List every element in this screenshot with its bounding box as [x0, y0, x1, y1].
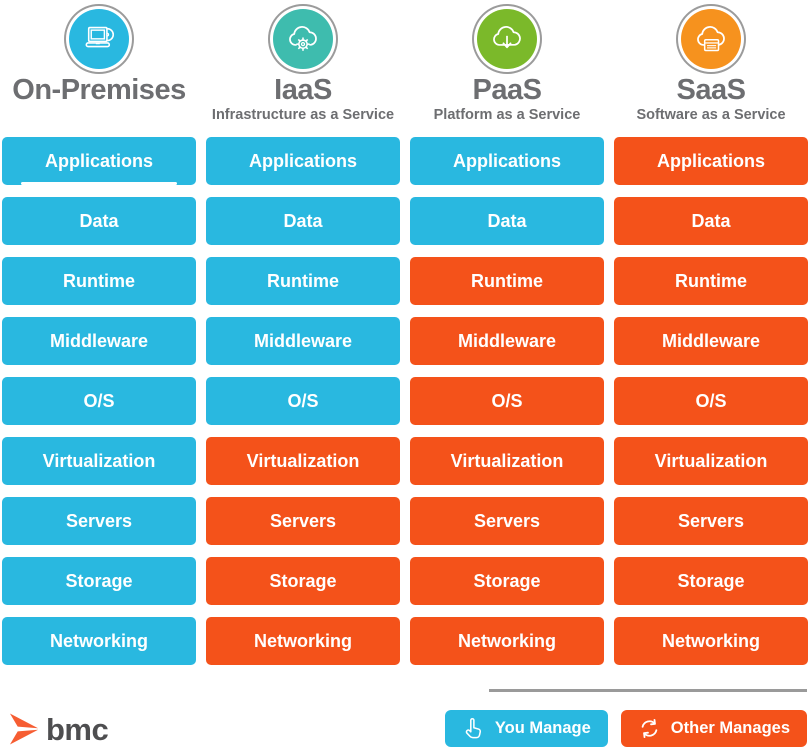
layer-box-data: Data — [410, 197, 604, 245]
hand-icon — [462, 717, 485, 740]
layer-box-runtime: Runtime — [410, 257, 604, 305]
layer-box-o-s: O/S — [2, 377, 196, 425]
layer-box-runtime: Runtime — [206, 257, 400, 305]
column-subtitle — [2, 108, 196, 125]
layer-box-virtualization: Virtualization — [410, 437, 604, 485]
legend-divider — [489, 689, 807, 692]
layer-box-data: Data — [206, 197, 400, 245]
layer-box-networking: Networking — [614, 617, 808, 665]
legend-label: Other Manages — [670, 719, 790, 737]
layer-box-virtualization: Virtualization — [614, 437, 808, 485]
column-title: PaaS — [472, 74, 542, 106]
highlight-underline — [21, 182, 177, 185]
layer-box-servers: Servers — [206, 497, 400, 545]
cloud-gear-icon — [273, 9, 333, 69]
layer-box-servers: Servers — [614, 497, 808, 545]
layer-box-data: Data — [614, 197, 808, 245]
layer-box-applications: Applications — [614, 137, 808, 185]
layer-box-runtime: Runtime — [614, 257, 808, 305]
layer-box-storage: Storage — [614, 557, 808, 605]
layer-box-servers: Servers — [2, 497, 196, 545]
layer-box-applications: Applications — [410, 137, 604, 185]
layer-box-servers: Servers — [410, 497, 604, 545]
layer-box-middleware: Middleware — [614, 317, 808, 365]
layer-box-o-s: O/S — [206, 377, 400, 425]
cloud-app-icon — [681, 9, 741, 69]
layer-box-runtime: Runtime — [2, 257, 196, 305]
layer-box-middleware: Middleware — [206, 317, 400, 365]
legend: You Manage Other Manages — [444, 710, 807, 747]
column-title: SaaS — [676, 74, 746, 106]
refresh-icon — [638, 717, 661, 740]
layer-box-o-s: O/S — [614, 377, 808, 425]
laptop-icon — [69, 9, 129, 69]
bmc-logo: bmc — [8, 711, 109, 747]
column-title: IaaS — [274, 74, 332, 106]
bmc-logo-text: bmc — [46, 711, 109, 747]
layer-box-virtualization: Virtualization — [2, 437, 196, 485]
legend-chip-other-manages: Other Manages — [620, 710, 807, 747]
layer-box-storage: Storage — [2, 557, 196, 605]
column-subtitle: Infrastructure as a Service — [211, 107, 395, 123]
layer-box-data: Data — [2, 197, 196, 245]
column-title: On-Premises — [12, 74, 186, 106]
layer-box-o-s: O/S — [410, 377, 604, 425]
bmc-logo-icon — [8, 711, 41, 747]
column-subtitle: Software as a Service — [636, 107, 786, 123]
column-subtitle: Platform as a Service — [433, 107, 581, 123]
legend-chip-you-manage: You Manage — [444, 710, 608, 747]
cloud-download-icon — [477, 9, 537, 69]
layer-box-storage: Storage — [206, 557, 400, 605]
layer-box-networking: Networking — [410, 617, 604, 665]
layer-box-virtualization: Virtualization — [206, 437, 400, 485]
layer-box-middleware: Middleware — [410, 317, 604, 365]
layer-box-applications: Applications — [2, 137, 196, 185]
layer-box-storage: Storage — [410, 557, 604, 605]
layer-box-networking: Networking — [206, 617, 400, 665]
legend-label: You Manage — [494, 719, 591, 737]
layer-box-applications: Applications — [206, 137, 400, 185]
layer-box-networking: Networking — [2, 617, 196, 665]
layer-box-middleware: Middleware — [2, 317, 196, 365]
column-header-on-premises: On-Premises — [2, 0, 196, 137]
